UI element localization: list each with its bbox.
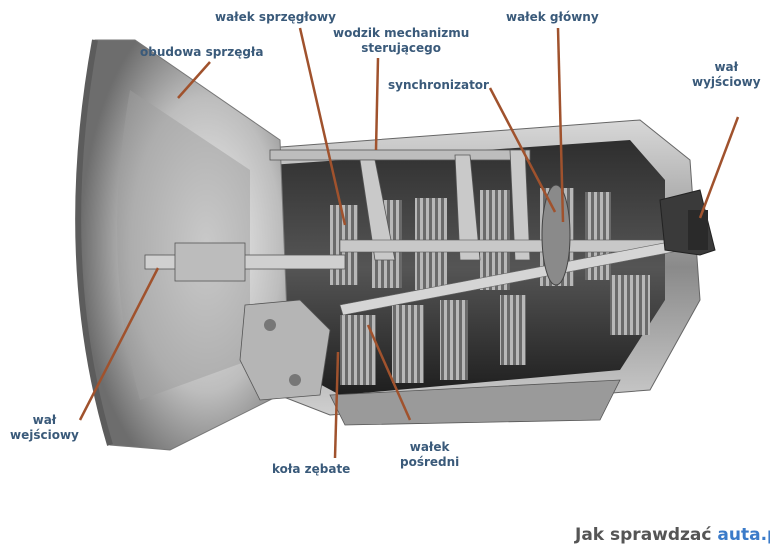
label-walek-posredni: wałek pośredni xyxy=(400,440,460,469)
leader-kola xyxy=(333,351,340,459)
front-cover xyxy=(239,299,331,401)
brand-logo: Jak sprawdzać auta.pl xyxy=(575,525,770,545)
leader-walek-posredni xyxy=(366,324,412,421)
leader-lines xyxy=(78,27,740,459)
shift-fork-2 xyxy=(454,154,481,261)
label-obudowa-sprzegla: obudowa sprzęgła xyxy=(140,45,264,59)
leader-wal-wyjsciowy xyxy=(698,116,740,219)
lower-gears xyxy=(340,275,650,385)
label-kola-zebate: koła zębate xyxy=(272,462,351,476)
leader-wal-wejsciowy xyxy=(78,267,160,421)
bolt xyxy=(264,319,276,331)
leader-walek-glowny xyxy=(556,27,565,223)
shift-rail xyxy=(269,149,531,161)
oil-pan xyxy=(329,379,621,426)
label-walek-glowny: wałek główny xyxy=(506,10,599,24)
label-wal-wejsciowy: wał wejściowy xyxy=(10,413,79,442)
shift-fork-3 xyxy=(509,149,531,261)
leader-obudowa xyxy=(177,61,211,99)
label-wal-wyjsciowy: wał wyjściowy xyxy=(692,60,761,89)
shift-fork-1 xyxy=(359,159,396,261)
label-wodzik: wodzik mechanizmu sterującego xyxy=(333,26,470,55)
synchronizer-ring xyxy=(541,184,571,286)
bolt xyxy=(289,374,301,386)
main-shaft xyxy=(339,239,671,253)
input-spline xyxy=(174,242,246,282)
bell-rim xyxy=(75,39,113,446)
label-synchronizator: synchronizator xyxy=(388,78,489,92)
leader-walek-sprzeglowy xyxy=(298,27,347,226)
output-yoke xyxy=(688,210,708,250)
leader-synchronizator xyxy=(488,87,557,213)
label-walek-sprzeglowy: wałek sprzęgłowy xyxy=(215,10,336,24)
leader-wodzik xyxy=(374,57,380,151)
